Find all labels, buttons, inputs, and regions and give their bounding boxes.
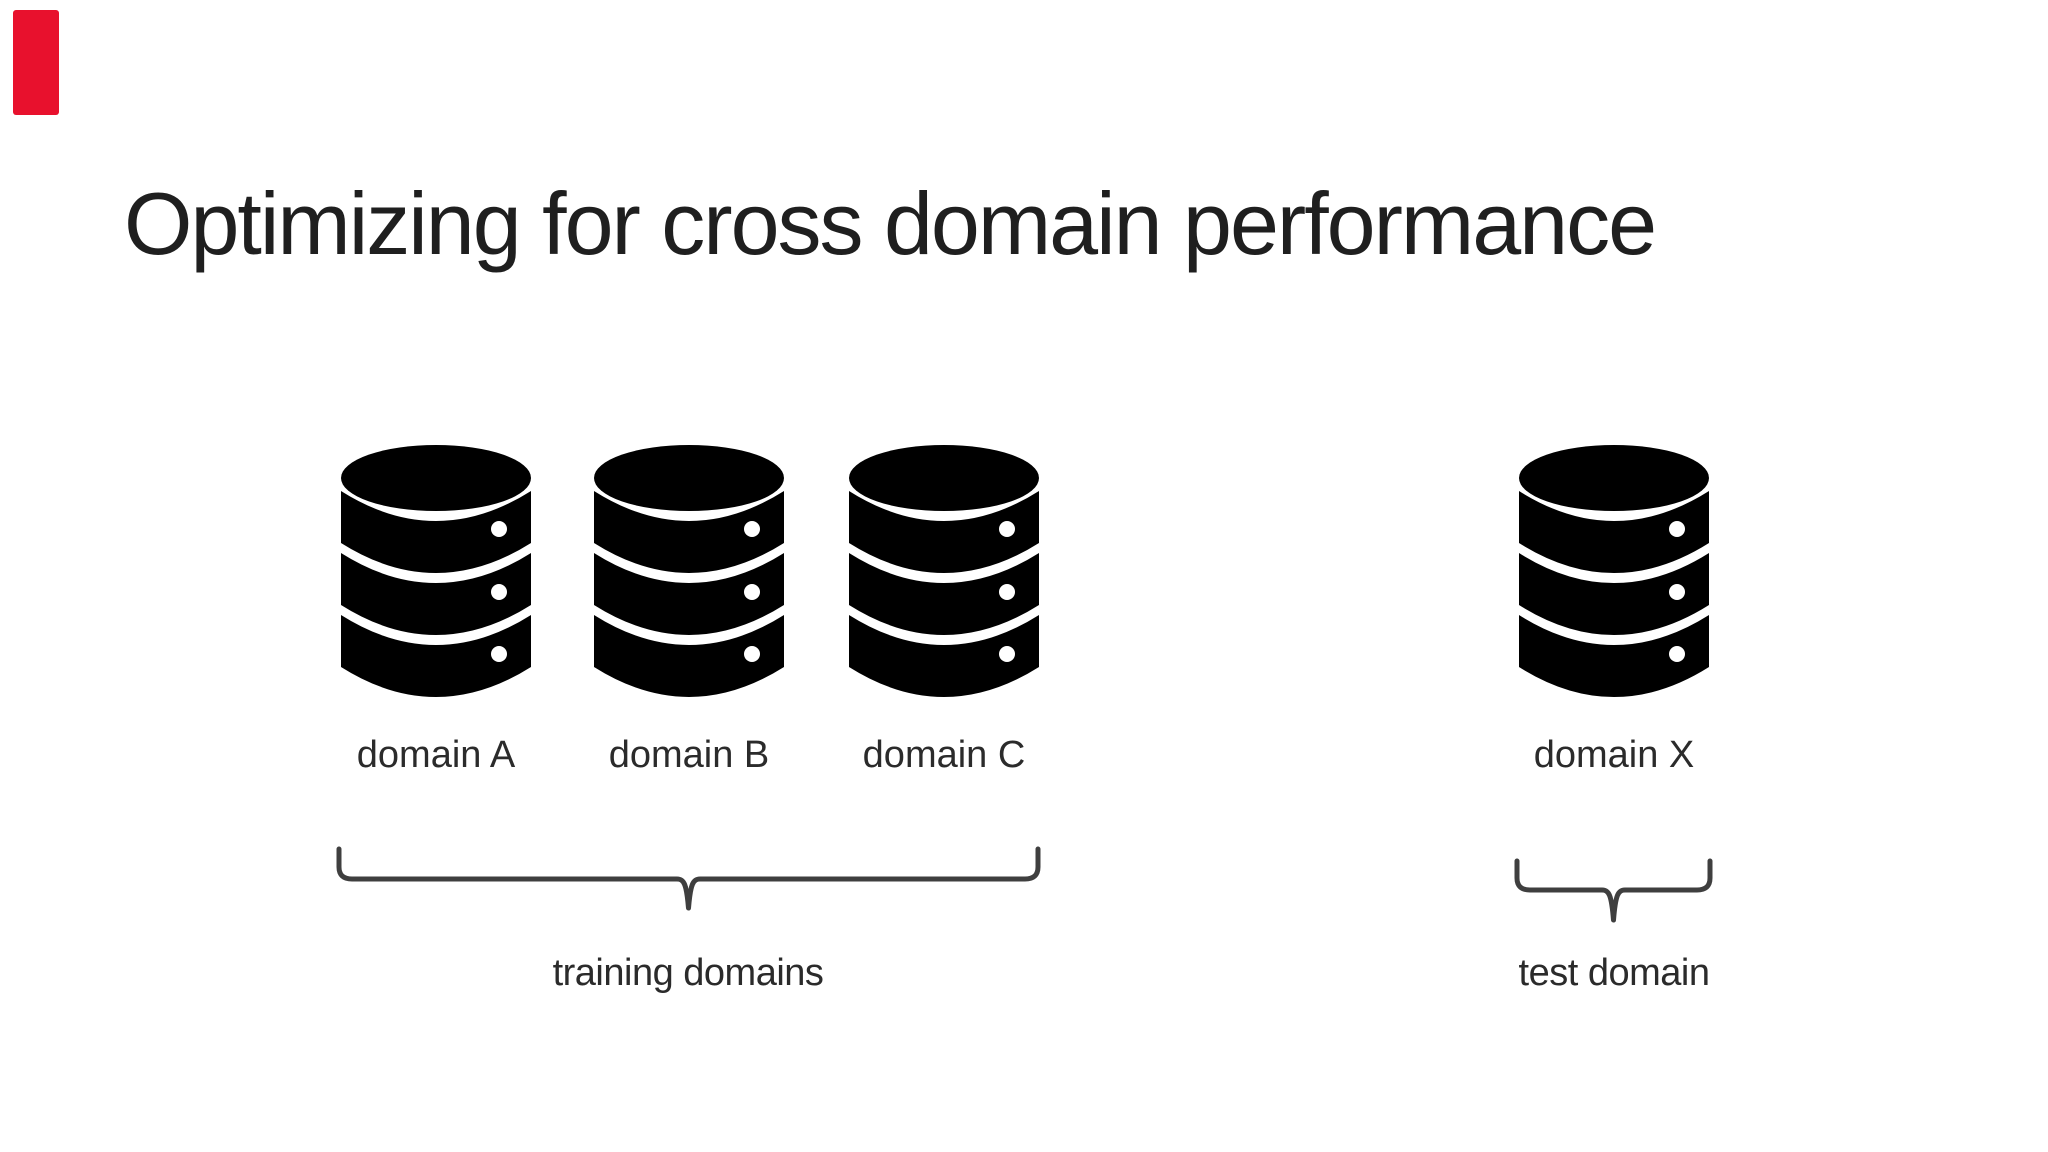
database-icon bbox=[341, 445, 531, 697]
database-icon bbox=[849, 445, 1039, 697]
database-icon bbox=[594, 445, 784, 697]
domain-label: domain C bbox=[862, 734, 1026, 776]
domain-group-x bbox=[1519, 445, 1709, 698]
test-caption: test domain bbox=[1518, 952, 1710, 994]
red-accent-bar bbox=[13, 10, 59, 115]
slide-title: Optimizing for cross domain performance bbox=[124, 174, 1657, 273]
test-brace bbox=[1514, 858, 1713, 923]
domain-group-c bbox=[849, 445, 1039, 698]
database-icon bbox=[1519, 445, 1709, 697]
training-brace bbox=[336, 846, 1041, 911]
domain-label: domain X bbox=[1533, 734, 1695, 776]
training-caption: training domains bbox=[552, 952, 824, 994]
domain-label: domain B bbox=[608, 734, 770, 776]
domain-group-b bbox=[594, 445, 784, 698]
domain-group-a bbox=[341, 445, 531, 698]
domain-label: domain A bbox=[356, 734, 516, 776]
